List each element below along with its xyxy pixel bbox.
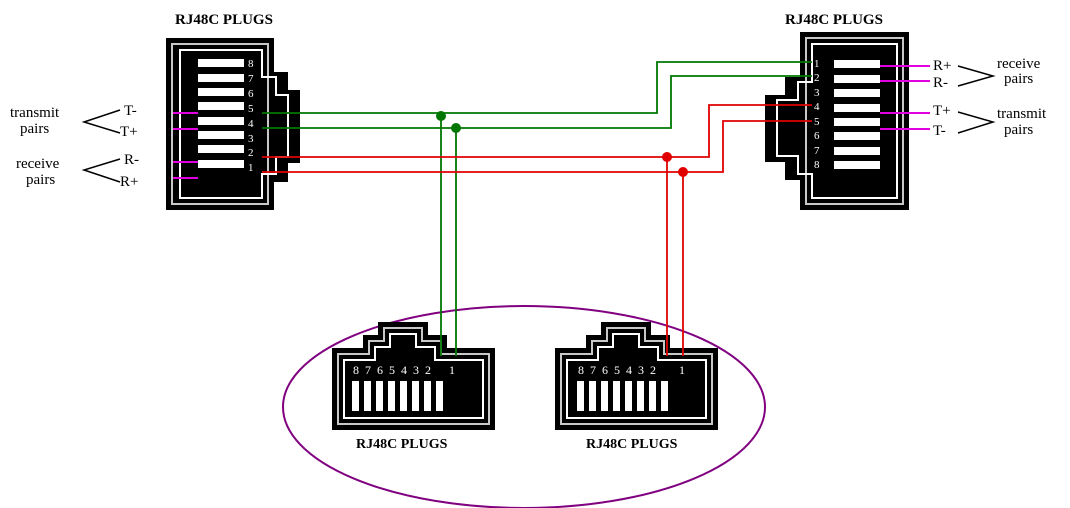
bottom-left-pin-7: 7 bbox=[365, 363, 371, 377]
bottom-left-plug-contacts bbox=[352, 381, 443, 411]
bottom-right-plug-title: RJ48C PLUGS bbox=[586, 437, 678, 452]
right-pin-6: 6 bbox=[814, 130, 820, 142]
right-r-plus-label: R+ bbox=[933, 58, 951, 74]
left-pin-3: 3 bbox=[248, 133, 254, 145]
right-pin-3: 3 bbox=[814, 87, 820, 99]
left-r-plus-label: R+ bbox=[120, 174, 138, 190]
left-brackets bbox=[81, 109, 121, 183]
left-plug-title: RJ48C PLUGS bbox=[175, 12, 273, 28]
left-receive-label-line1: receive bbox=[16, 156, 60, 172]
right-plug-title: RJ48C PLUGS bbox=[785, 12, 883, 28]
right-receive-label-line2: pairs bbox=[1004, 71, 1033, 87]
right-plug: RJ48C PLUGS 1 2 3 4 5 6 7 8 bbox=[765, 12, 909, 210]
bottom-left-pin-4: 4 bbox=[401, 363, 407, 377]
bottom-right-pin-7: 7 bbox=[590, 363, 596, 377]
wire-left1-right5 bbox=[262, 120, 812, 173]
left-pin-8: 8 bbox=[248, 58, 254, 70]
left-pin-1: 1 bbox=[248, 162, 254, 174]
junction-dot-green-2 bbox=[451, 123, 461, 133]
right-pin-4: 4 bbox=[814, 101, 820, 113]
right-pair-leads bbox=[880, 65, 930, 130]
right-receive-label-line1: receive bbox=[997, 56, 1041, 72]
right-pin-5: 5 bbox=[814, 116, 820, 128]
junction-dot-red-1 bbox=[662, 152, 672, 162]
bottom-left-pin-1: 1 bbox=[449, 363, 455, 377]
left-pin-4: 4 bbox=[248, 118, 254, 130]
bottom-right-pin-2: 2 bbox=[650, 363, 656, 377]
bottom-left-pin-6: 6 bbox=[377, 363, 383, 377]
left-plug-contacts bbox=[198, 59, 244, 168]
left-transmit-label-line2: pairs bbox=[20, 121, 49, 137]
left-r-minus-label: R- bbox=[124, 152, 139, 168]
left-pin-2: 2 bbox=[248, 147, 254, 159]
right-plug-contacts bbox=[834, 60, 880, 169]
bottom-left-pin-3: 3 bbox=[413, 363, 419, 377]
right-t-plus-label: T+ bbox=[933, 103, 951, 119]
bottom-enclosure-ellipse bbox=[282, 305, 766, 508]
bottom-right-pin-5: 5 bbox=[614, 363, 620, 377]
transmit-wires bbox=[262, 61, 812, 356]
left-t-minus-label: T- bbox=[124, 103, 137, 119]
bottom-left-plug-body bbox=[332, 322, 495, 430]
right-brackets bbox=[957, 65, 996, 134]
bottom-left-pin-2: 2 bbox=[425, 363, 431, 377]
bottom-left-pin-8: 8 bbox=[353, 363, 359, 377]
right-pin-7: 7 bbox=[814, 145, 820, 157]
left-t-plus-label: T+ bbox=[120, 124, 138, 140]
left-transmit-label-line1: transmit bbox=[10, 105, 60, 121]
left-pin-5: 5 bbox=[248, 103, 254, 115]
bottom-right-pin-1: 1 bbox=[679, 363, 685, 377]
junction-dot-red-2 bbox=[678, 167, 688, 177]
bottom-right-plug-contacts bbox=[577, 381, 668, 411]
bottom-left-pin-5: 5 bbox=[389, 363, 395, 377]
bottom-left-plug-title: RJ48C PLUGS bbox=[356, 437, 448, 452]
receive-wires bbox=[262, 104, 812, 356]
bottom-right-pin-6: 6 bbox=[602, 363, 608, 377]
right-r-minus-label: R- bbox=[933, 75, 948, 91]
wire-left4-right2 bbox=[262, 75, 812, 129]
bottom-right-plug: 8 7 6 5 4 3 2 1 RJ48C PLUGS bbox=[555, 322, 718, 452]
right-transmit-label-line1: transmit bbox=[997, 106, 1047, 122]
bottom-left-plug: 8 7 6 5 4 3 2 1 RJ48C PLUGS bbox=[332, 322, 495, 452]
right-pin-1: 1 bbox=[814, 58, 820, 70]
left-plug: RJ48C PLUGS 8 7 6 5 4 3 2 1 bbox=[166, 12, 300, 210]
wire-left5-right1 bbox=[262, 61, 812, 114]
right-transmit-label-line2: pairs bbox=[1004, 122, 1033, 138]
bottom-right-pin-4: 4 bbox=[626, 363, 632, 377]
left-pin-6: 6 bbox=[248, 88, 254, 100]
left-pin-7: 7 bbox=[248, 73, 254, 85]
wire-left2-right4 bbox=[262, 104, 812, 158]
right-t-minus-label: T- bbox=[933, 123, 946, 139]
bottom-right-pin-8: 8 bbox=[578, 363, 584, 377]
left-pair-leads bbox=[173, 112, 198, 179]
right-pin-2: 2 bbox=[814, 72, 820, 84]
bottom-right-pin-3: 3 bbox=[638, 363, 644, 377]
junction-dot-green-1 bbox=[436, 111, 446, 121]
right-pin-8: 8 bbox=[814, 159, 820, 171]
left-receive-label-line2: pairs bbox=[26, 172, 55, 188]
